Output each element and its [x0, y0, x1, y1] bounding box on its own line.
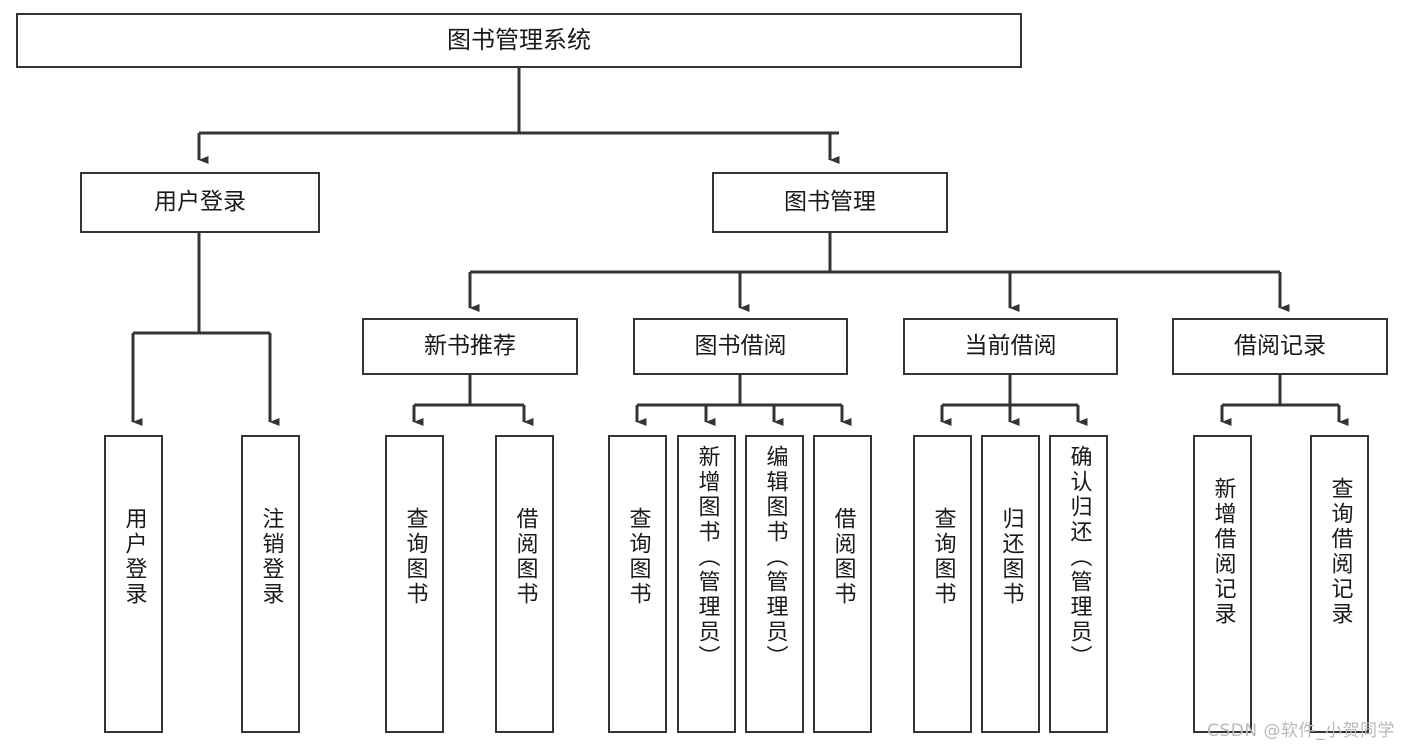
node-leaf-add-book-label: 新增图书（管理员）	[694, 445, 720, 670]
node-root[interactable]: 图书管理系统	[16, 13, 1022, 68]
node-leaf-confirm-return-label: 确认归还（管理员）	[1066, 445, 1092, 670]
node-leaf-query-record-label: 查询借阅记录	[1327, 477, 1353, 627]
node-leaf-return-book[interactable]: 归还图书	[981, 435, 1040, 733]
node-leaf-query-book-1[interactable]: 查询图书	[385, 435, 444, 733]
node-leaf-query-book-3-label: 查询图书	[930, 507, 956, 607]
node-leaf-borrow-book-2-label: 借阅图书	[830, 507, 856, 607]
node-leaf-add-book[interactable]: 新增图书（管理员）	[677, 435, 736, 733]
node-book-borrow-label: 图书借阅	[694, 332, 787, 359]
node-borrow-record-label: 借阅记录	[1234, 332, 1326, 359]
node-leaf-logout-login-label: 注销登录	[258, 507, 284, 607]
node-leaf-add-record[interactable]: 新增借阅记录	[1193, 435, 1252, 733]
node-leaf-query-book-2[interactable]: 查询图书	[608, 435, 667, 733]
node-leaf-logout-login[interactable]: 注销登录	[241, 435, 300, 733]
node-user-login-label: 用户登录	[154, 188, 246, 215]
node-book-management[interactable]: 图书管理	[712, 172, 948, 233]
node-leaf-query-book-1-label: 查询图书	[402, 507, 428, 607]
node-root-label: 图书管理系统	[447, 26, 591, 55]
node-leaf-edit-book-label: 编辑图书（管理员）	[762, 445, 788, 670]
node-leaf-query-record[interactable]: 查询借阅记录	[1310, 435, 1369, 733]
node-new-book-recommend[interactable]: 新书推荐	[362, 318, 578, 375]
node-current-borrow-label: 当前借阅	[964, 332, 1057, 359]
node-leaf-borrow-book-1-label: 借阅图书	[512, 507, 538, 607]
node-current-borrow[interactable]: 当前借阅	[903, 318, 1118, 375]
node-leaf-user-login-label: 用户登录	[121, 507, 147, 607]
node-leaf-confirm-return[interactable]: 确认归还（管理员）	[1049, 435, 1108, 733]
node-leaf-borrow-book-2[interactable]: 借阅图书	[813, 435, 872, 733]
node-borrow-record[interactable]: 借阅记录	[1172, 318, 1388, 375]
node-leaf-return-book-label: 归还图书	[998, 507, 1024, 607]
watermark-text: CSDN @软件_小贺同学	[1207, 721, 1395, 741]
node-leaf-query-book-2-label: 查询图书	[625, 507, 651, 607]
node-new-book-recommend-label: 新书推荐	[424, 332, 516, 359]
node-user-login[interactable]: 用户登录	[80, 172, 320, 233]
node-leaf-borrow-book-1[interactable]: 借阅图书	[495, 435, 554, 733]
node-book-borrow[interactable]: 图书借阅	[633, 318, 848, 375]
node-leaf-add-record-label: 新增借阅记录	[1210, 477, 1236, 627]
node-leaf-edit-book[interactable]: 编辑图书（管理员）	[745, 435, 804, 733]
node-leaf-query-book-3[interactable]: 查询图书	[913, 435, 972, 733]
node-leaf-user-login[interactable]: 用户登录	[104, 435, 163, 733]
node-book-management-label: 图书管理	[784, 188, 876, 215]
